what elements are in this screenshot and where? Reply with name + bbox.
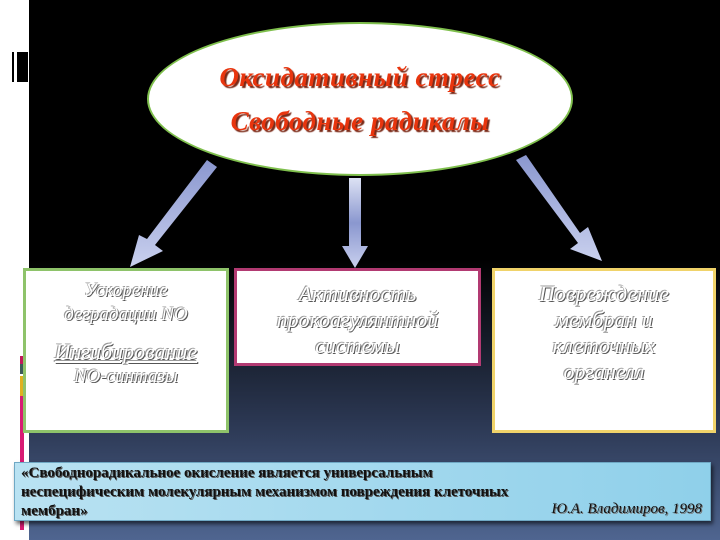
box3-line1: Повреждение xyxy=(539,281,669,306)
quote-line3: мембран» xyxy=(21,503,88,519)
box3-line4: органелл xyxy=(563,359,645,384)
box1-line3: Ингибирование xyxy=(54,339,198,364)
central-node-title: Оксидативный стресс xyxy=(219,62,501,92)
effect-box-no-degradation: Ускорение деградации NO Ингибирование NO… xyxy=(23,268,229,433)
box1-line1: Ускорение xyxy=(84,280,168,301)
central-node-subtitle: Свободные радикалы xyxy=(230,106,490,136)
left-color-bar-1 xyxy=(20,356,24,364)
arrow-down-right-icon xyxy=(516,155,602,261)
quote-line2: неспецифическим молекулярным механизмом … xyxy=(21,484,509,500)
box2-line1: Активность xyxy=(298,281,417,306)
effect-box-procoagulant: Активность прокоагулянтной системы xyxy=(234,268,481,366)
box1-line4: NO-синтазы xyxy=(74,366,178,387)
box3-line3: клеточных xyxy=(552,333,656,358)
box2-line2: прокоагулянтной xyxy=(276,307,439,332)
arrow-down-icon xyxy=(342,178,368,268)
left-color-bar-3 xyxy=(20,376,24,396)
quote-author: Ю.А. Владимиров, 1998 xyxy=(551,501,702,517)
slide-marker-icon xyxy=(17,52,28,82)
quote-box: «Свободнорадикальное окисление является … xyxy=(14,462,711,521)
box1-line2: деградации NO xyxy=(64,304,188,325)
effect-box-membrane-damage: Повреждение мембран и клеточных органелл xyxy=(492,268,716,433)
left-color-bar-2 xyxy=(20,364,24,374)
arrow-down-left-icon xyxy=(130,160,217,267)
box2-line3: системы xyxy=(315,333,400,358)
central-node-oxidative-stress: Оксидативный стресс Свободные радикалы xyxy=(147,22,573,176)
quote-line1: «Свободнорадикальное окисление является … xyxy=(21,465,433,481)
box3-line2: мембран и xyxy=(555,307,653,332)
